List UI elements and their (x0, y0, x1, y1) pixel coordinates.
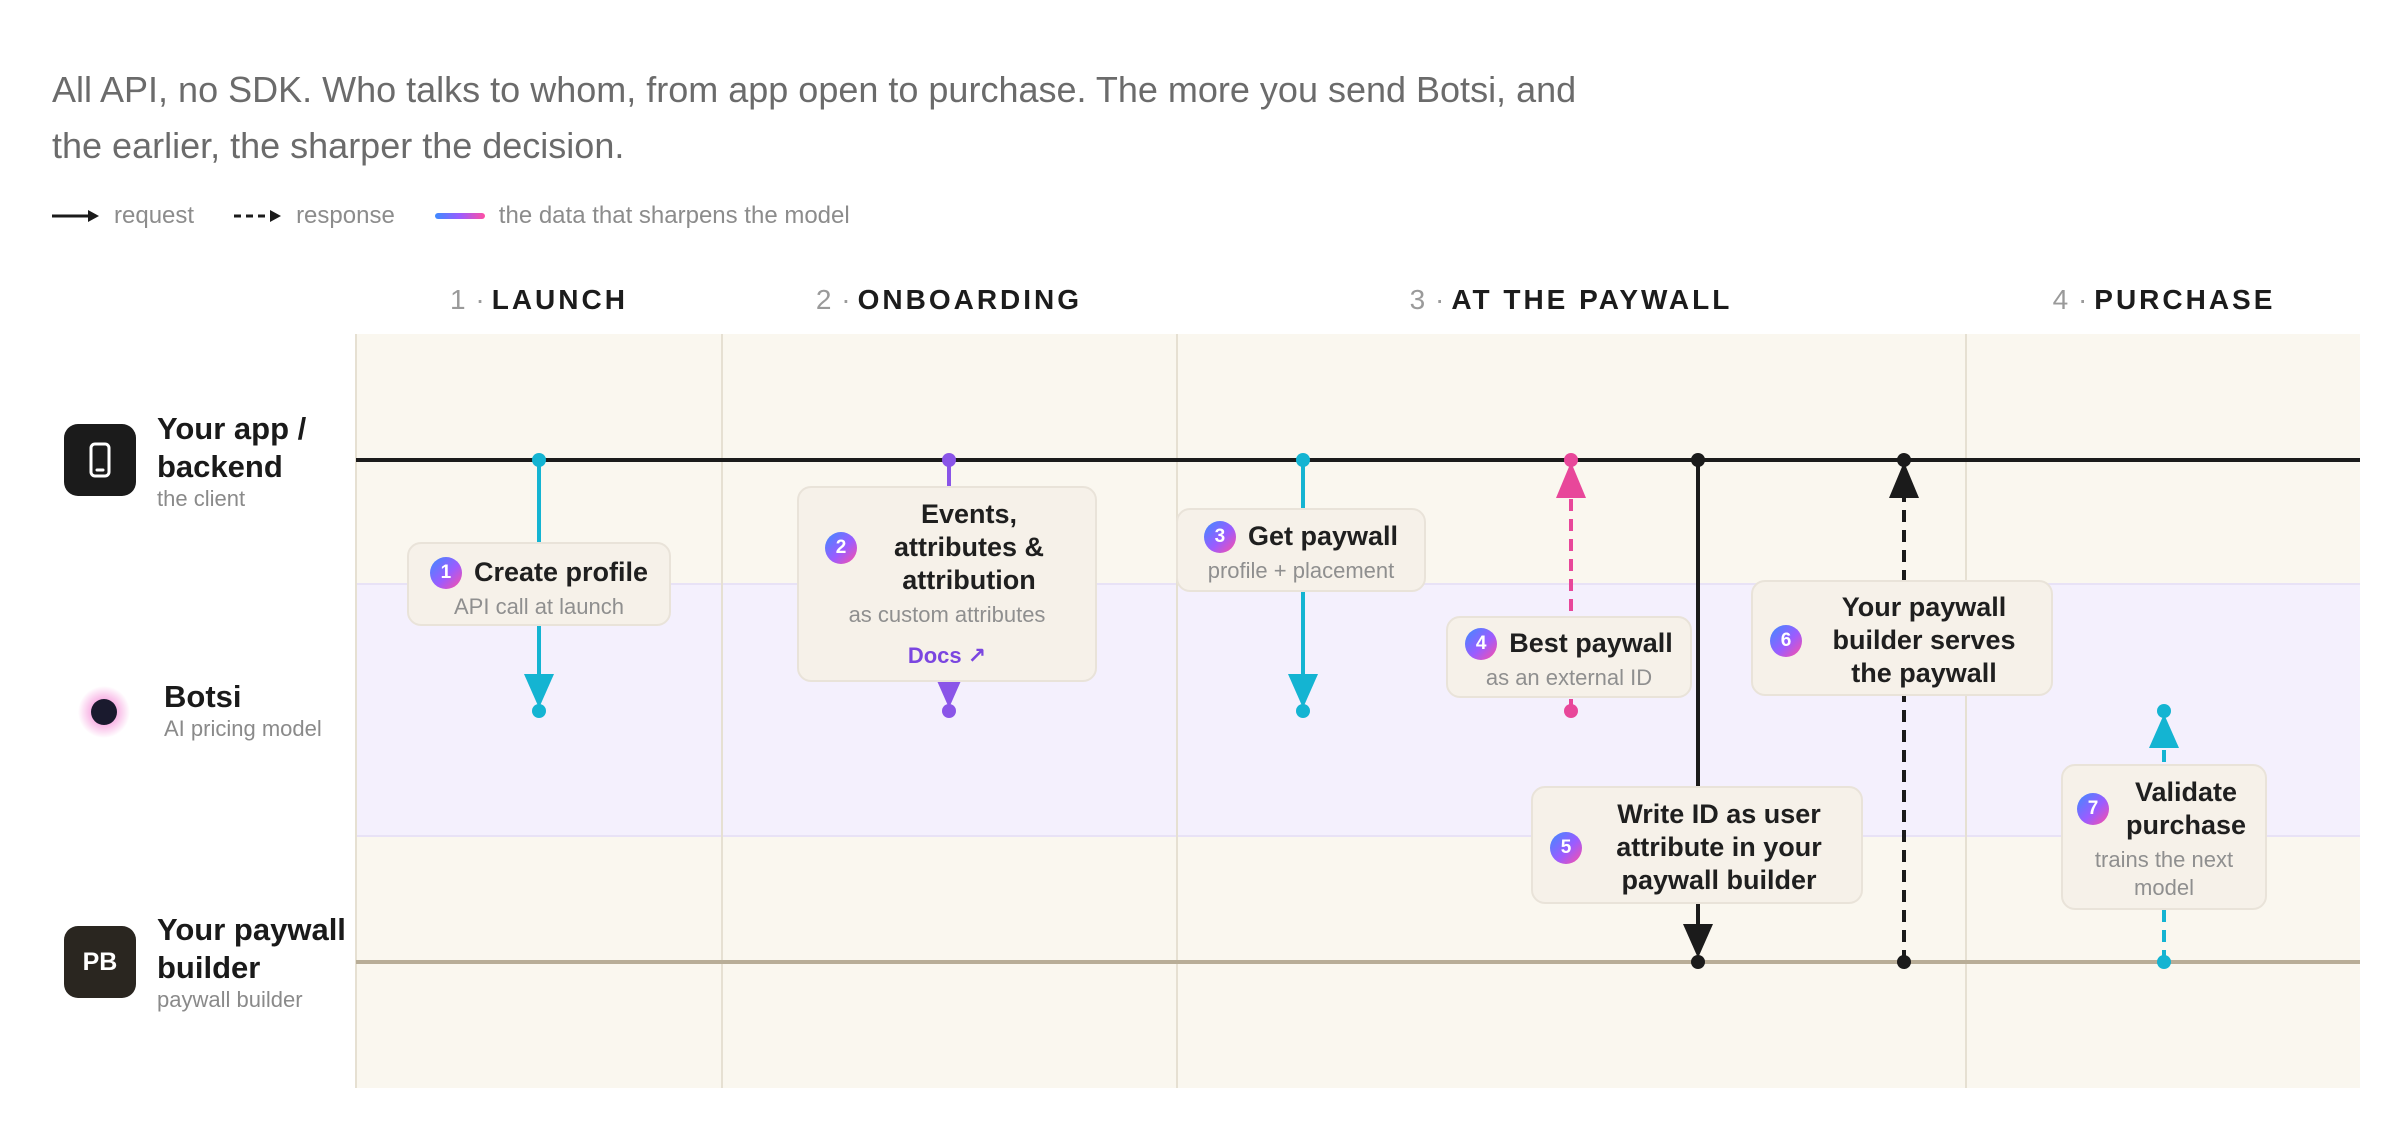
dashed-arrow-icon (234, 210, 282, 222)
step-3-start-dot (1296, 453, 1310, 467)
lane-botsi-title: Botsi (164, 679, 242, 714)
step-number-badge: 6 (1770, 624, 1802, 657)
step-number-badge: 7 (2077, 793, 2109, 825)
legend-data-label: the data that sharpens the model (498, 202, 850, 229)
step-title: Best paywall (1509, 628, 1673, 658)
step-4-arrowhead (1556, 462, 1586, 498)
intro-text: All API, no SDK. Who talks to whom, from… (52, 62, 1612, 174)
step-number-badge: 4 (1465, 627, 1498, 660)
lane-builder-title: Your paywall builder (157, 912, 346, 985)
step-7-end-dot (2157, 704, 2171, 718)
step-5-start-dot (1691, 453, 1705, 467)
step-2-arrowhead (934, 674, 964, 708)
phase-header-at-the-paywall: 3 ·AT THE PAYWALL (1409, 284, 1733, 315)
phone-icon (64, 424, 136, 496)
step-subtitle: as custom attributes (848, 602, 1046, 627)
step-7-arrowhead (2149, 714, 2179, 748)
step-5-arrowhead (1683, 924, 1713, 958)
solid-arrow-icon (52, 210, 99, 222)
legend-response-label: response (296, 202, 395, 229)
step-title: Events, attributes & attribution (893, 499, 1045, 595)
step-title: Write ID as user attribute in your paywa… (1616, 799, 1822, 895)
intro-line-1: All API, no SDK. Who talks to whom, from… (52, 69, 1577, 110)
step-card-1: 1 Create profile API call at launch (407, 542, 671, 626)
step-card-3: 3 Get paywall profile + placement (1176, 508, 1426, 592)
step-1-start-dot (532, 453, 546, 467)
step-number-badge: 2 (825, 531, 857, 564)
legend-response: response (234, 202, 395, 230)
step-3-end-dot (1296, 704, 1310, 718)
step-number-badge: 3 (1203, 520, 1236, 553)
step-subtitle: trains the next model (2094, 847, 2234, 900)
step-6-start-dot (1897, 955, 1911, 969)
step-subtitle: API call at launch (454, 594, 624, 619)
step-4-start-dot (1564, 704, 1578, 718)
step-3-arrowhead (1288, 674, 1318, 708)
step-card-4: 4 Best paywall as an external ID (1446, 616, 1692, 698)
step-4-end-dot (1564, 453, 1578, 467)
step-title: Validate purchase (2125, 777, 2247, 840)
step-subtitle: as an external ID (1485, 665, 1653, 690)
step-number-badge: 1 (429, 556, 462, 589)
docs-link[interactable]: Docs ↗ (907, 643, 987, 668)
step-1-arrowhead (524, 674, 554, 708)
step-6-end-dot (1897, 453, 1911, 467)
step-6-arrowhead (1889, 462, 1919, 498)
step-7-start-dot (2157, 955, 2171, 969)
step-card-6: 6 Your paywall builder serves the paywal… (1751, 580, 2053, 696)
legend-data: the data that sharpens the model (434, 202, 850, 230)
lane-builder-subtitle: paywall builder (157, 987, 303, 1012)
legend-request-label: request (114, 202, 195, 229)
step-subtitle: profile + placement (1207, 558, 1395, 583)
step-card-5: 5 Write ID as user attribute in your pay… (1531, 786, 1863, 904)
paywall-builder-icon: PB (64, 926, 136, 998)
gradient-line-icon (434, 213, 485, 219)
step-title: Get paywall (1247, 521, 1399, 551)
intro-line-2: the earlier, the sharper the decision. (52, 125, 625, 166)
step-card-7: 7 Validate purchase trains the next mode… (2061, 764, 2267, 910)
lane-botsi-subtitle: AI pricing model (164, 716, 322, 741)
phase-header-launch: 1 ·LAUNCH (450, 284, 628, 315)
step-5-end-dot (1691, 955, 1705, 969)
step-title: Create profile (473, 557, 649, 587)
step-title: Your paywall builder serves the paywall (1832, 592, 2016, 688)
lane-app-title: Your app / backend (157, 411, 307, 484)
phase-header-onboarding: 2 ·ONBOARDING (815, 284, 1083, 315)
lane-app-subtitle: the client (157, 486, 246, 511)
legend: request response the data that sharpens … (52, 196, 850, 236)
step-card-2: 2 Events, attributes & attribution as cu… (797, 486, 1097, 682)
step-1-end-dot (532, 704, 546, 718)
step-number-badge: 5 (1550, 831, 1582, 864)
step-2-start-dot (942, 453, 956, 467)
botsi-dot-icon (78, 686, 130, 738)
phase-header-purchase: 4 ·PURCHASE (2052, 284, 2276, 315)
step-2-end-dot (942, 704, 956, 718)
legend-request: request (52, 202, 194, 230)
